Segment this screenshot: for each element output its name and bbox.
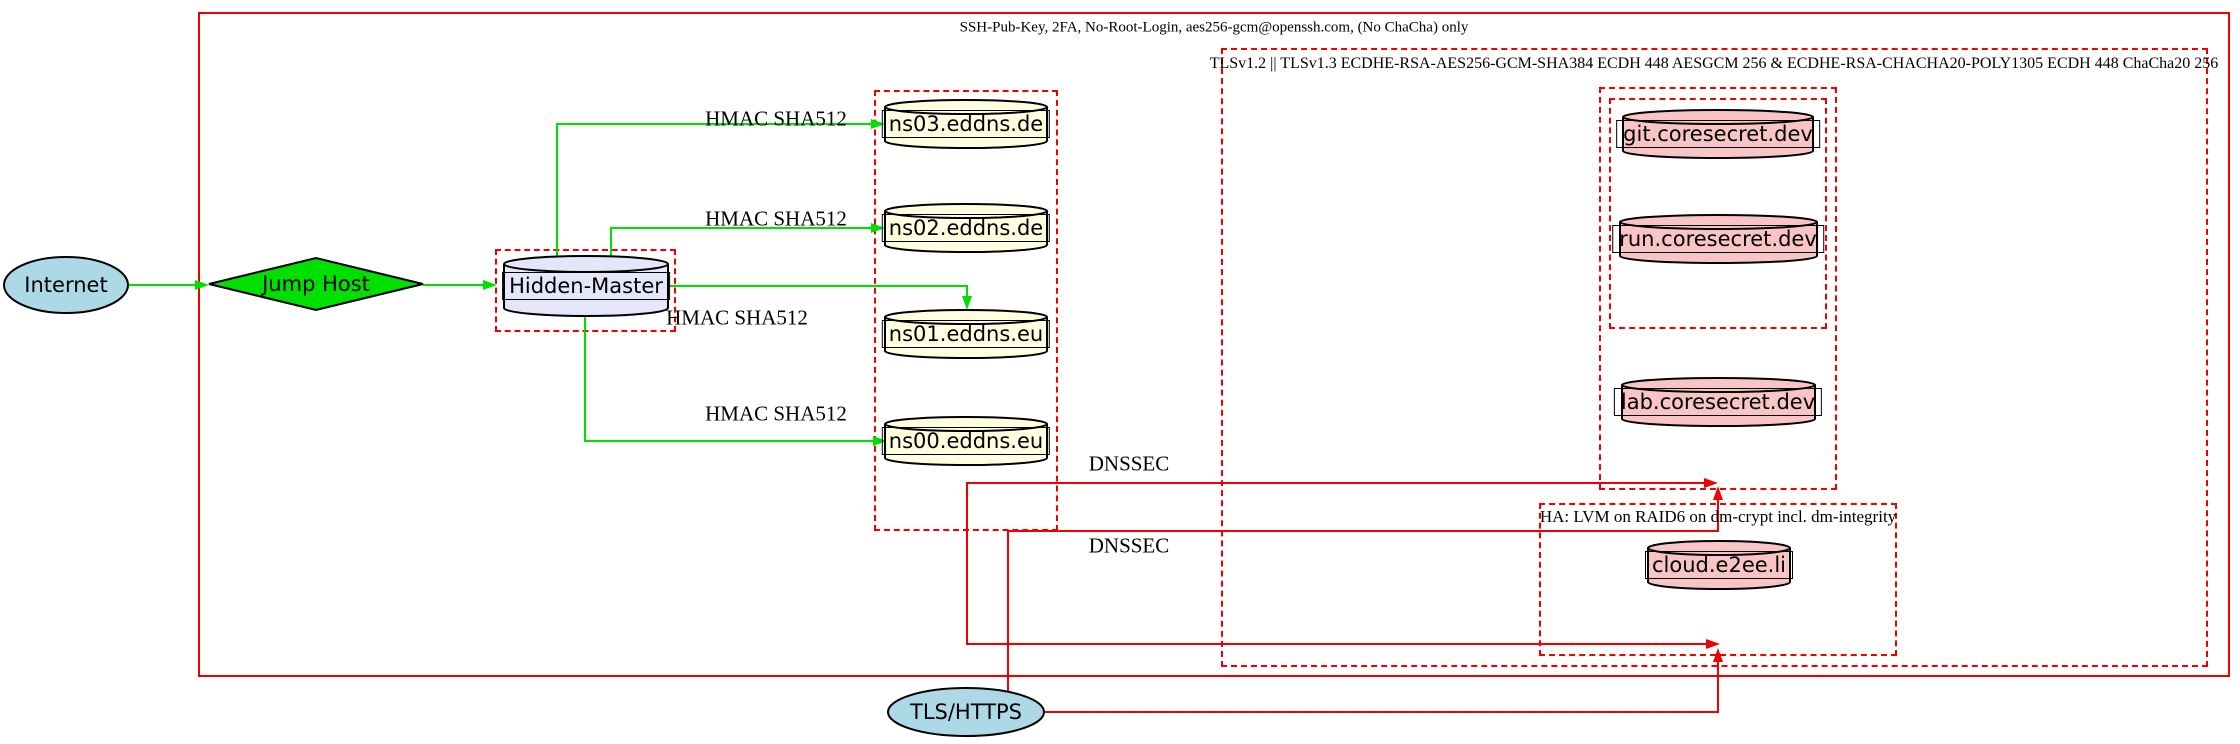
cloud-cylinder [1647,540,1791,590]
lab-label: lab.coresecret.dev [1613,388,1823,416]
hmac-label-ns02: HMAC SHA512 [705,206,847,231]
ns01-label: ns01.eddns.eu [881,320,1051,348]
ns03-cylinder [884,99,1048,149]
ns00-label: ns00.eddns.eu [881,427,1051,455]
git-label: git.coresecret.dev [1616,120,1820,148]
ns02-label: ns02.eddns.de [881,214,1051,242]
tls-cluster-box [1221,48,2208,667]
arrowhead-ns03 [871,119,885,129]
edge-tlshttps-coresecret [1007,500,1719,697]
arrowhead-ha-up [1713,648,1723,662]
edge-hm-ns02 [610,227,871,260]
dnssec-label-1: DNSSEC [1088,451,1170,476]
arrowhead-hiddenmaster [483,280,497,290]
ssh-cluster-label: SSH-Pub-Key, 2FA, No-Root-Login, aes256-… [959,19,1469,36]
internet-label: Internet [24,273,108,297]
edge-hm-ns00 [584,312,873,442]
cloud-label: cloud.e2ee.li [1644,551,1794,579]
hidden-master-cylinder-lid [503,263,669,273]
internet-ellipse [3,256,129,314]
arrowhead-coresecret-up [1713,486,1723,500]
hidden-master-label: Hidden-Master [502,272,670,300]
arrowhead-ha-right [1706,639,1720,649]
arrowhead-ns02 [871,223,885,233]
git-cylinder [1622,109,1814,159]
edge-dns-coresecret [966,482,1704,531]
jump-host-diamond [208,256,424,312]
hmac-label-ns00: HMAC SHA512 [705,401,847,426]
run-label: run.coresecret.dev [1612,225,1824,253]
hmac-label-ns01: HMAC SHA512 [666,305,808,330]
ns03-label: ns03.eddns.de [881,110,1051,138]
arrowhead-ns00 [873,436,887,446]
ha-cluster-label: HA: LVM on RAID6 on dm-crypt incl. dm-in… [1539,507,1897,526]
tls-https-ellipse [887,687,1045,737]
arrowhead-coresecret-right [1704,478,1718,488]
tls-cluster-label: TLSv1.2 || TLSv1.3 ECDHE-RSA-AES256-GCM-… [1209,55,2219,72]
edge-tlshttps-ha [1045,662,1719,713]
arrowhead-ns01 [962,296,972,310]
ns00-cylinder [884,416,1048,466]
coresecret-inner-cluster-box [1609,98,1827,329]
run-cylinder [1619,214,1818,264]
ns02-cylinder [884,203,1048,253]
tls-https-label: TLS/HTTPS [909,700,1023,724]
lab-cylinder [1621,377,1816,427]
dnssec-label-2: DNSSEC [1088,533,1170,558]
jump-host-label: Jump Host [262,272,370,296]
ssh-cluster-box [198,12,2230,677]
edge-hm-ns03 [556,123,871,260]
edge-dns-ha [966,531,1706,645]
ns01-cylinder [884,309,1048,359]
hmac-label-ns03: HMAC SHA512 [705,106,847,131]
edge-hm-ns01 [668,285,968,296]
arrowhead-jumphost [195,280,209,290]
